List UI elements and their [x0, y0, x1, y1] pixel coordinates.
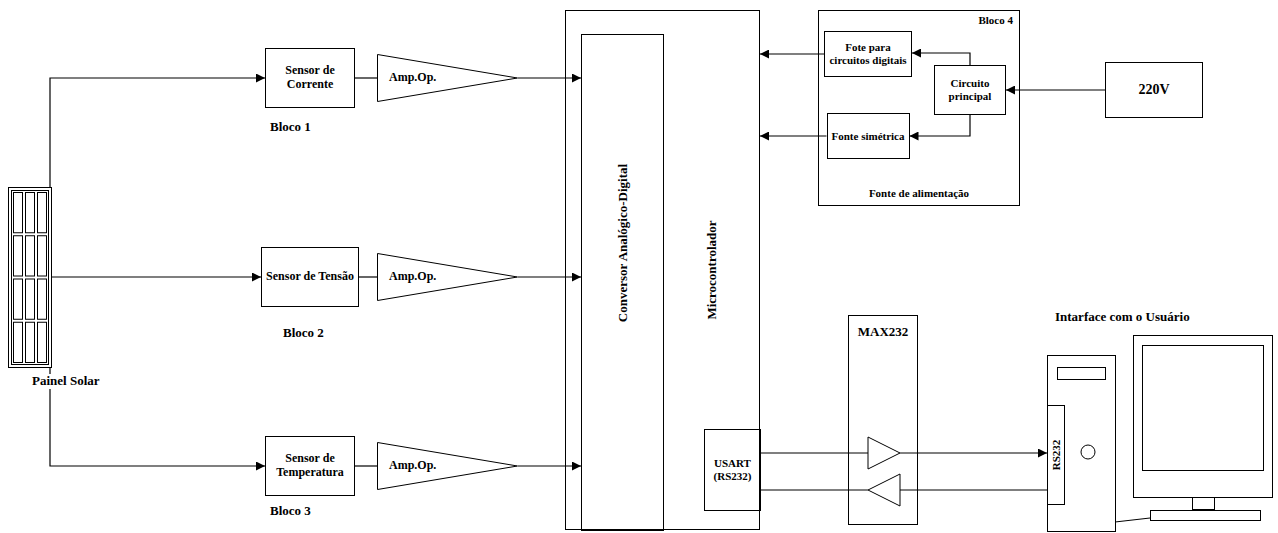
serial-port: RS232	[1047, 405, 1065, 505]
node-text: Bloco 4	[978, 14, 1013, 27]
node-text: Microcontrolador	[705, 220, 720, 319]
node-text: MAX232	[858, 325, 909, 340]
monitor-screen	[1143, 346, 1264, 471]
receiver-triangle	[868, 474, 900, 506]
drive-slot	[1058, 368, 1106, 380]
panel-outline	[9, 188, 52, 368]
monitor-frame	[1134, 336, 1273, 498]
solar-panel: Painel Solar	[8, 187, 52, 368]
node-text: Painel Solar	[30, 374, 102, 389]
microcontroller-box: Microcontrolador Conversor Analógico-Digi…	[565, 10, 760, 530]
connector	[355, 465, 377, 466]
amplifier-outline	[378, 254, 518, 301]
sensor-box: Sensor de Corrente	[265, 48, 355, 108]
wire	[848, 490, 868, 491]
connector	[518, 276, 581, 277]
solar-cell	[26, 236, 35, 276]
amplifier-triangle: Amp.Op.	[377, 442, 518, 490]
amplifier-triangle: Amp.Op.	[377, 253, 518, 301]
solar-cell	[38, 236, 47, 276]
supply-box: Fote para circuitos digitais	[824, 31, 912, 77]
amplifier-outline	[378, 55, 518, 102]
keyboard-cable	[1115, 518, 1150, 522]
solar-cell	[26, 279, 35, 319]
connector	[910, 115, 971, 136]
adc-box: Conversor Analógico-Digital	[581, 34, 664, 531]
node-text: Conversor Analógico-Digital	[615, 164, 630, 322]
section-label: Intarface com o Usuário	[1055, 310, 1190, 325]
connector	[912, 53, 970, 65]
node-text: Sensor de Temperatura	[266, 452, 354, 480]
mains-box: 220V	[1105, 62, 1203, 118]
line-driver-box: MAX232	[848, 315, 918, 525]
node-text: Fonte de alimentação	[869, 187, 969, 200]
solar-cell	[38, 193, 47, 233]
connector	[918, 452, 1047, 453]
connector	[760, 135, 827, 136]
power-supply-block: Bloco 4 Fonte de alimentação Fote para cir…	[818, 10, 1020, 206]
main-circuit-box: Circuito principal	[934, 65, 1006, 115]
driver-triangle	[868, 437, 900, 469]
connector	[918, 489, 1047, 490]
power-button	[1081, 445, 1095, 459]
solar-cell	[14, 279, 23, 319]
node-text: Amp.Op.	[389, 71, 436, 85]
connector	[760, 53, 824, 54]
connector	[50, 78, 265, 187]
connector	[518, 465, 581, 466]
connector	[761, 452, 848, 453]
panel-frame	[12, 191, 49, 365]
amplifier-outline	[378, 443, 518, 490]
connector	[355, 77, 377, 78]
node-text: Fonte simétrica	[832, 130, 905, 143]
solar-cell	[38, 279, 47, 319]
panel-outline	[8, 187, 52, 368]
block-label: Bloco 3	[270, 504, 311, 519]
solar-cell	[14, 236, 23, 276]
solar-cell	[38, 322, 47, 362]
block-label: Bloco 1	[270, 120, 311, 135]
connector	[359, 276, 377, 277]
node-text: Amp.Op.	[389, 459, 436, 473]
sensor-box: Sensor de Temperatura	[265, 436, 355, 496]
node-text: Fote para circuitos digitais	[825, 41, 911, 66]
amplifier-triangle: Amp.Op.	[377, 54, 518, 102]
connector	[1006, 89, 1105, 90]
node-text: Amp.Op.	[389, 270, 436, 284]
node-text: Sensor de Tensão	[266, 270, 354, 284]
monitor-neck	[1193, 498, 1215, 510]
usart-box: USART (RS232)	[704, 429, 761, 511]
wire	[848, 453, 868, 454]
connector	[52, 276, 261, 277]
keyboard	[1151, 511, 1261, 521]
wire	[900, 490, 918, 491]
connector	[518, 77, 581, 78]
solar-cell	[14, 193, 23, 233]
node-text: Circuito principal	[935, 77, 1005, 102]
connector	[761, 489, 848, 490]
computer-tower	[1048, 356, 1116, 532]
node-text: 220V	[1138, 82, 1169, 98]
solar-cell	[26, 193, 35, 233]
solar-cell	[26, 322, 35, 362]
node-text: RS232	[1050, 440, 1063, 471]
node-text: USART (RS232)	[705, 457, 760, 482]
node-text: Sensor de Corrente	[266, 64, 354, 92]
block-label: Bloco 2	[283, 326, 324, 341]
sensor-box: Sensor de Tensão	[261, 247, 359, 307]
solar-cell	[14, 322, 23, 362]
wire	[900, 453, 918, 454]
supply-box: Fonte simétrica	[827, 113, 910, 159]
